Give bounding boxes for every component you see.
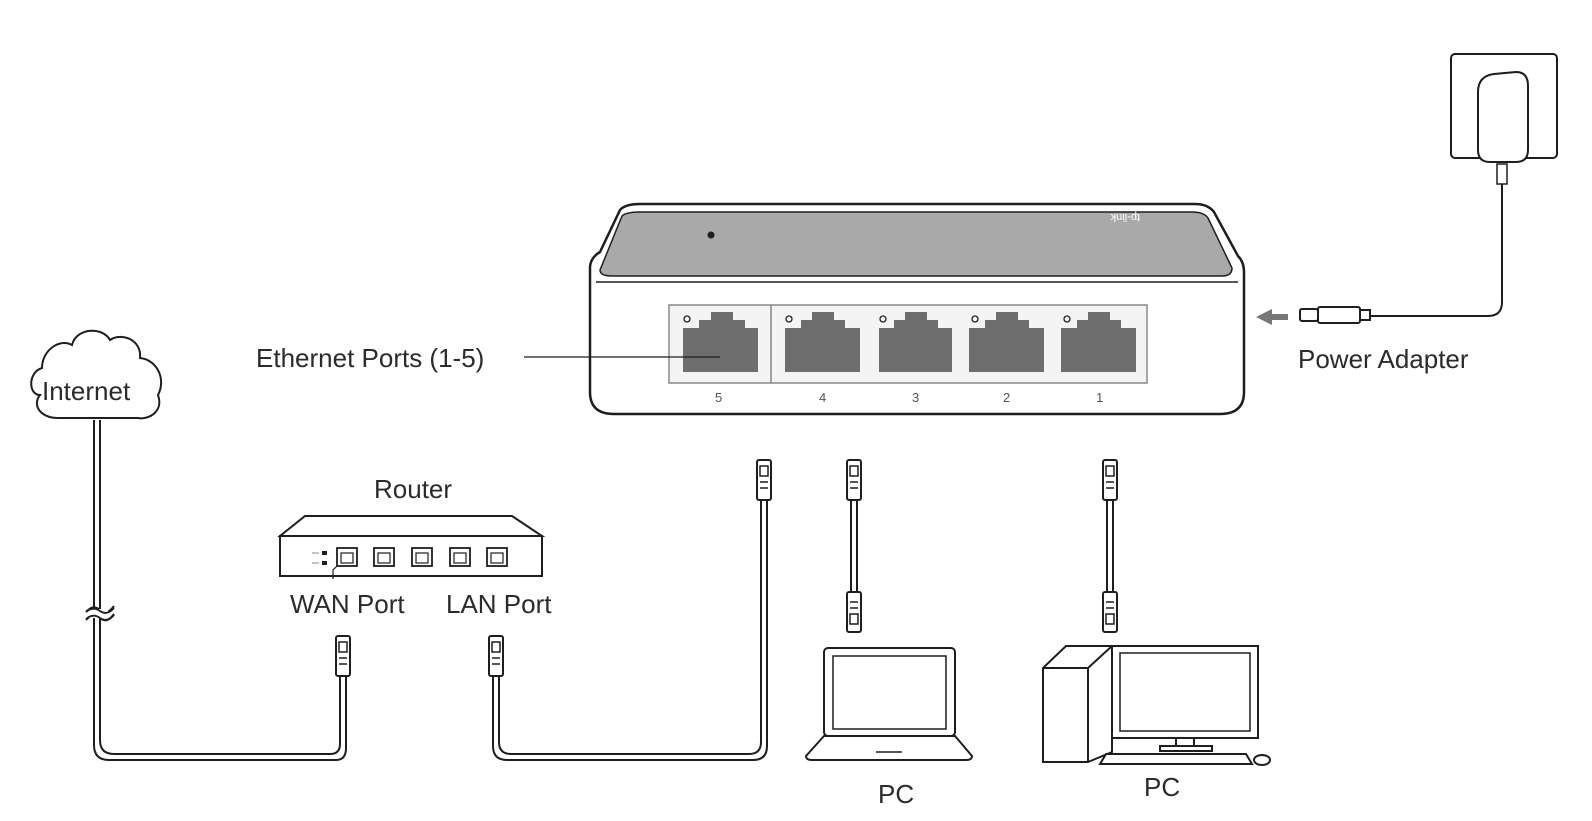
switch-port-3	[879, 312, 952, 372]
switch-port-number: 5	[715, 390, 723, 405]
wan-rj45-plug-icon	[335, 635, 351, 677]
power-adapter-icon	[1299, 53, 1558, 324]
switch-icon	[588, 202, 1246, 416]
internet-label: Internet	[42, 376, 131, 406]
switch-port-1	[1061, 312, 1136, 372]
power-arrow-icon	[1256, 309, 1288, 325]
switch-port5-rj45-plug-icon	[756, 459, 772, 501]
router-label: Router	[374, 474, 453, 504]
laptop-cable	[846, 459, 862, 633]
switch-port-4	[785, 312, 860, 372]
desktop-pc-icon	[1042, 645, 1271, 766]
wan-port-label: WAN Port	[290, 589, 405, 619]
lan-rj45-plug-icon	[488, 635, 504, 677]
desktop-pc-label: PC	[1144, 772, 1181, 802]
switch-port-2	[969, 312, 1044, 372]
switch-brand-logo: tp-link	[1110, 211, 1140, 223]
internet-cloud-icon	[30, 329, 163, 420]
ethernet-ports-label: Ethernet Ports (1-5)	[256, 343, 485, 373]
switch-port-number: 4	[819, 390, 827, 405]
switch-port-number: 1	[1096, 390, 1104, 405]
power-adapter-label: Power Adapter	[1298, 344, 1469, 374]
laptop-pc-label: PC	[878, 779, 915, 809]
switch-port-number: 3	[912, 390, 920, 405]
router-icon	[277, 515, 546, 579]
lan-port-label: LAN Port	[446, 589, 552, 619]
laptop-icon	[804, 647, 974, 761]
switch-port-number: 2	[1003, 390, 1011, 405]
lan-cable	[492, 500, 768, 761]
desktop-cable	[1102, 459, 1118, 633]
